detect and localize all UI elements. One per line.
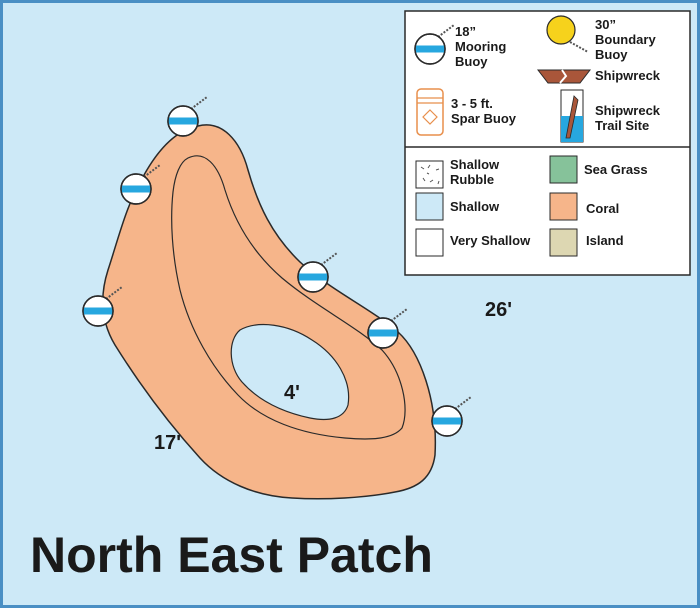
map-title: North East Patch <box>30 527 433 583</box>
very-shallow-swatch <box>415 228 444 257</box>
legend: 18” Mooring Buoy 30” Boundary Buoy Shipw… <box>404 10 691 276</box>
legend-mooring-line2: Mooring <box>455 39 506 54</box>
legend-shipwreck: Shipwreck <box>536 68 661 84</box>
shipwreck-icon <box>536 69 592 84</box>
legend-shipwreck-line1: Shipwreck <box>595 68 661 83</box>
legend-shallow-rubble-line1: Shallow <box>450 157 500 172</box>
shallow-swatch <box>415 192 444 221</box>
shallow-lagoon <box>230 323 350 421</box>
boundary-buoy-icon <box>546 15 576 45</box>
depth-contour <box>171 155 406 440</box>
legend-boundary-line3: Buoy <box>595 47 628 62</box>
legend-box <box>404 10 691 276</box>
shipwreck-break <box>559 69 568 84</box>
legend-very-shallow-line1: Very Shallow <box>450 233 531 248</box>
depth-label-4: 4' <box>284 382 300 404</box>
legend-very-shallow: Very Shallow <box>415 228 531 257</box>
legend-coral: Coral <box>549 192 619 221</box>
sea-grass-swatch <box>549 155 578 184</box>
legend-spar-line1: 3 - 5 ft. <box>451 96 493 111</box>
legend-boundary-line2: Boundary <box>595 32 656 47</box>
legend-shallow: Shallow <box>415 192 500 221</box>
legend-boundary-line1: 30” <box>595 17 616 32</box>
depth-label-26: 26' <box>485 299 512 321</box>
legend-trail-line1: Shipwreck <box>595 103 661 118</box>
legend-spar: 3 - 5 ft. Spar Buoy <box>416 88 517 136</box>
coral-reef <box>101 124 437 500</box>
trail-wreck <box>565 95 579 139</box>
legend-coral-line1: Coral <box>586 201 619 216</box>
legend-spar-line2: Spar Buoy <box>451 111 517 126</box>
legend-boundary: 30” Boundary Buoy <box>546 15 656 62</box>
coral-swatch <box>549 192 578 221</box>
legend-mooring: 18” Mooring Buoy <box>414 24 506 69</box>
island-swatch <box>549 228 578 257</box>
legend-shallow-rubble-line2: Rubble <box>450 172 494 187</box>
spar-buoy-diamond <box>422 109 438 125</box>
rubble-marks <box>420 164 440 185</box>
legend-mooring-line1: 18” <box>455 24 476 39</box>
legend-shallow-rubble: Shallow Rubble <box>415 157 500 189</box>
legend-sea-grass-line1: Sea Grass <box>584 162 648 177</box>
legend-mooring-line3: Buoy <box>455 54 488 69</box>
spar-buoy-icon <box>416 88 444 136</box>
legend-trail-line2: Trail Site <box>595 118 649 133</box>
legend-trail: Shipwreck Trail Site <box>560 89 661 143</box>
legend-island: Island <box>549 228 624 257</box>
legend-shallow-line1: Shallow <box>450 199 500 214</box>
depth-label-17: 17' <box>154 432 181 454</box>
legend-sea-grass: Sea Grass <box>549 155 648 184</box>
legend-island-line1: Island <box>586 233 624 248</box>
